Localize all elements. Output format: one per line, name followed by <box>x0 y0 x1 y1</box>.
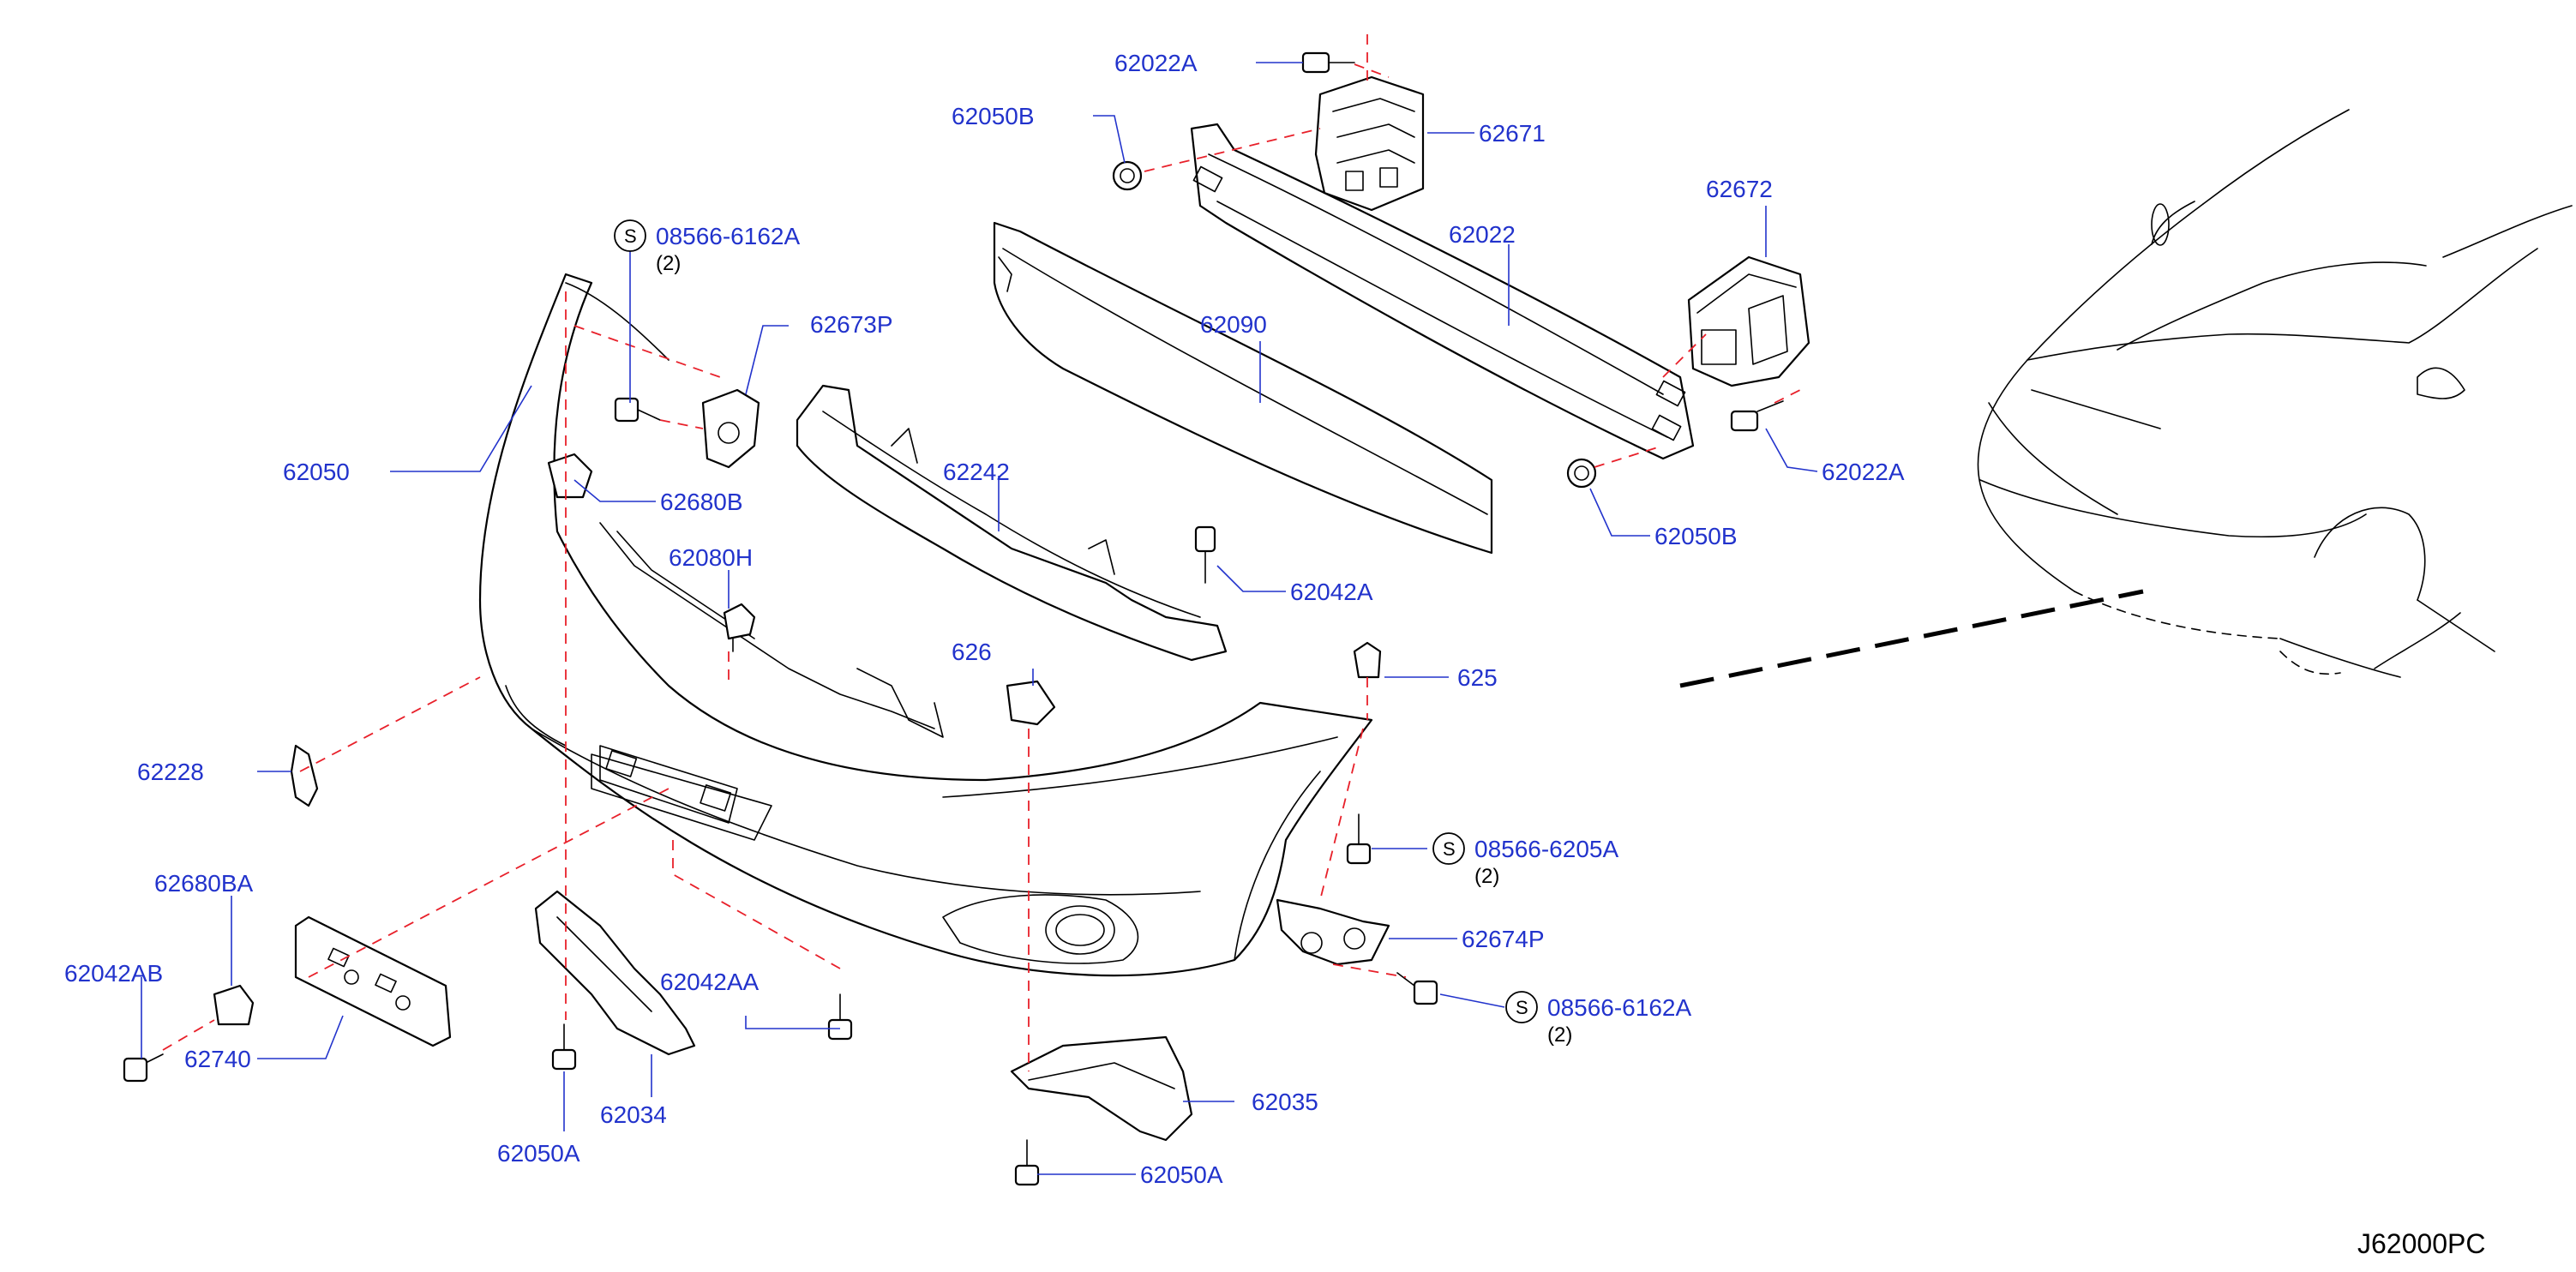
bolt-08566-6205A <box>1346 813 1372 865</box>
bracket-62672 <box>1687 255 1810 387</box>
bolt-62022A-top <box>1301 51 1355 74</box>
side-bracket-62673P <box>701 388 760 469</box>
bolt-62042AB <box>123 1053 164 1083</box>
diagram-code: J62000PC <box>2357 1228 2485 1259</box>
label-62050[interactable]: 62050 <box>283 459 350 485</box>
clip-626x <box>1006 680 1056 726</box>
clip-625xx <box>1353 641 1382 679</box>
under-cover-62035 <box>1010 1035 1193 1142</box>
leader-lines <box>141 62 1818 1175</box>
bracket-62671 <box>1314 75 1425 212</box>
label-62228[interactable]: 62228 <box>137 759 204 785</box>
label-62242[interactable]: 62242 <box>943 459 1010 485</box>
label-62042A[interactable]: 62042A <box>1290 579 1373 605</box>
bumper-fascia-62050 <box>478 273 1373 977</box>
label-62680BA[interactable]: 62680BA <box>154 870 254 897</box>
side-bracket-62674P <box>1276 898 1390 966</box>
label-62050A-right[interactable]: 62050A <box>1140 1161 1223 1188</box>
label-62080H[interactable]: 62080H <box>669 544 753 571</box>
label-625xx[interactable]: 625 <box>1457 664 1498 691</box>
label-62090[interactable]: 62090 <box>1200 311 1267 338</box>
qty-08566-6205A: (2) <box>1474 865 1499 888</box>
label-62022A-top[interactable]: 62022A <box>1114 50 1198 76</box>
label-62035[interactable]: 62035 <box>1252 1089 1318 1115</box>
label-62050B-right[interactable]: 62050B <box>1654 523 1738 549</box>
label-62672[interactable]: 62672 <box>1706 176 1773 202</box>
s-symbol-text: S <box>1516 997 1528 1018</box>
label-62674P[interactable]: 62674P <box>1462 926 1545 952</box>
label-62022A-right[interactable]: 62022A <box>1822 459 1905 485</box>
clip-62680BA <box>213 984 255 1026</box>
s-symbol-icon <box>614 219 646 252</box>
label-08566-6205A[interactable]: 08566-6205A <box>1474 836 1618 862</box>
bolt-62050A-right <box>1014 1139 1040 1186</box>
license-bracket-62740 <box>294 915 452 1047</box>
bolt-08566-6162A-bottom <box>1396 972 1438 1005</box>
s-symbol-icon <box>1505 991 1538 1023</box>
bolt-62022A-right <box>1730 400 1784 432</box>
bolt-08566-6162A-top <box>614 397 661 423</box>
qty-08566-6162A-bottom: (2) <box>1547 1023 1572 1047</box>
label-62034[interactable]: 62034 <box>600 1101 667 1128</box>
bolt-62050A-left <box>551 1023 577 1071</box>
bolt-62042A <box>1194 525 1216 584</box>
clip-62080H <box>723 603 756 652</box>
label-626x[interactable]: 626 <box>952 639 992 665</box>
label-62042AA[interactable]: 62042AA <box>660 969 760 995</box>
label-08566-6162A-top[interactable]: 08566-6162A <box>656 223 800 249</box>
part-labels: 62022A 62050B 62671 62672 62022 62090 62… <box>64 50 2485 1259</box>
label-62740[interactable]: 62740 <box>184 1046 251 1072</box>
vehicle-location-pointer <box>1679 589 2144 688</box>
label-62671[interactable]: 62671 <box>1479 120 1546 147</box>
vehicle-outline-illustration <box>1977 109 2573 678</box>
label-62673P[interactable]: 62673P <box>810 311 893 338</box>
absorber-62090 <box>993 221 1493 555</box>
s-symbol-text: S <box>1443 838 1456 860</box>
bolt-62042AA <box>827 993 853 1041</box>
nut-62050B-top <box>1112 160 1143 191</box>
label-62680B[interactable]: 62680B <box>660 489 743 515</box>
label-62022[interactable]: 62022 <box>1449 221 1516 248</box>
reinforcement-beam-62022 <box>1190 123 1695 460</box>
label-62050B-top[interactable]: 62050B <box>952 103 1035 129</box>
label-62042AB[interactable]: 62042AB <box>64 960 163 987</box>
nut-62050B-right <box>1566 458 1597 489</box>
upper-bracket-62242 <box>796 384 1228 662</box>
s-symbol-icon <box>1432 832 1465 865</box>
cap-62228 <box>290 744 319 807</box>
lower-bracket-62034 <box>534 890 696 1056</box>
label-62050A-left[interactable]: 62050A <box>497 1140 580 1167</box>
clip-62680B <box>547 453 593 499</box>
qty-08566-6162A-top: (2) <box>656 252 681 275</box>
assembly-guide-lines <box>162 34 1801 1071</box>
s-symbol-text: S <box>624 225 637 247</box>
label-08566-6162A-bottom[interactable]: 08566-6162A <box>1547 994 1691 1021</box>
